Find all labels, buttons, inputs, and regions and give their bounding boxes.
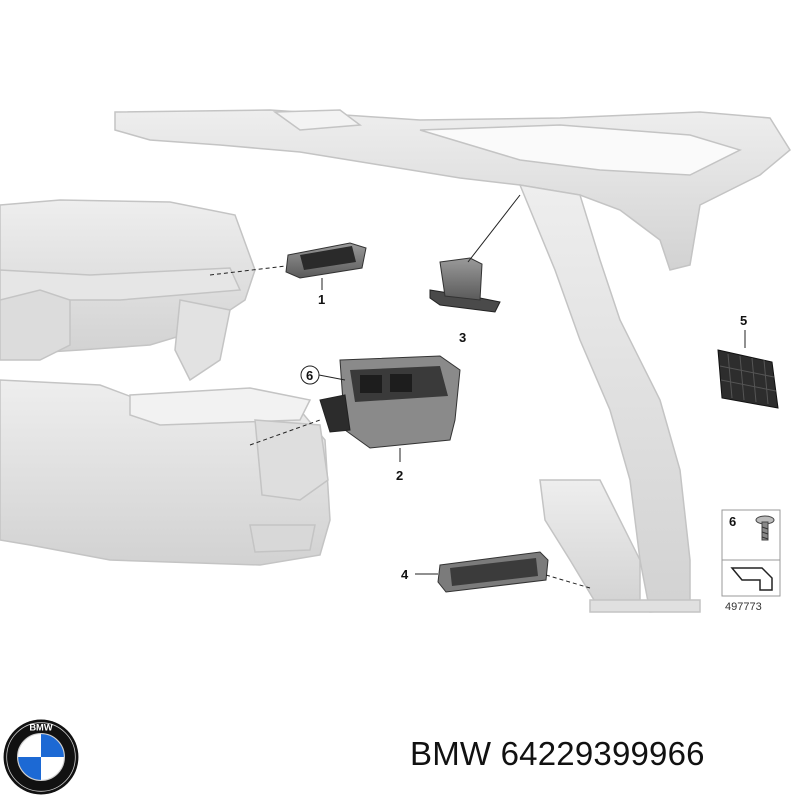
callout-5: 5 [740,313,747,328]
bmw-logo: BMW [3,719,79,795]
background-center-console [0,379,331,566]
screw-icon [755,515,775,541]
caption-part-number: 64229399966 [500,735,705,772]
callout-6: 6 [306,368,313,383]
legend-item-number: 6 [729,514,736,529]
diagram-arrow-icon [730,567,773,591]
leader-line-6 [318,374,346,381]
callout-3: 3 [459,330,466,345]
callout-4: 4 [401,567,409,582]
callout-2: 2 [396,468,403,483]
callout-1: 1 [318,292,325,307]
part-5-grille [717,349,779,409]
part-3-pillar-vent [429,194,521,313]
part-4-side-vent [415,551,591,593]
caption-brand: BMW [410,735,492,772]
part-2-rear-console-vent [249,355,461,449]
logo-letters: BMW [29,722,53,732]
legend-box: 6 497773 [721,509,781,613]
caption: BMW 64229399966 [410,735,705,773]
svg-text:BMW: BMW [29,722,53,732]
background-dashboard [0,199,256,382]
background-duct-frame [114,109,791,613]
diagram-number: 497773 [725,601,762,613]
part-1-dashboard-vent [209,242,367,279]
